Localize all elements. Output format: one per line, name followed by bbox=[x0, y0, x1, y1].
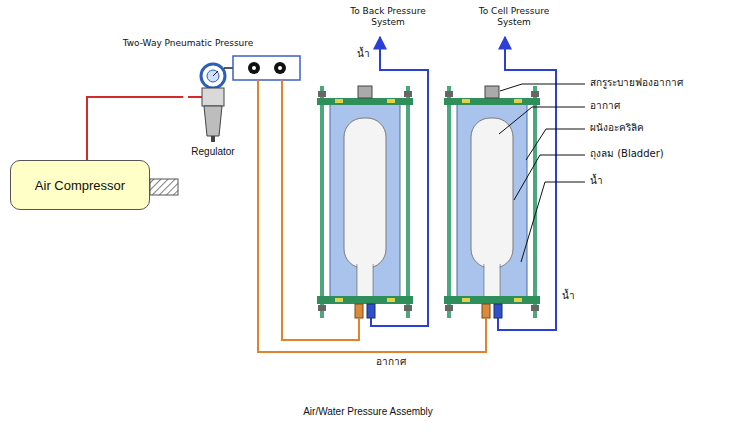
annotation-label: To Back Pressure System bbox=[350, 6, 426, 28]
annotation-label: To Cell Pressure System bbox=[476, 6, 552, 28]
node-text: Regulator bbox=[191, 146, 234, 157]
regulator-symbol bbox=[188, 64, 233, 142]
outlet-fitting bbox=[150, 179, 178, 195]
caption: Air/Water Pressure Assembly bbox=[268, 406, 468, 418]
annotation-label: น้ำ bbox=[562, 290, 592, 302]
regulator-unit: Regulator bbox=[183, 62, 242, 157]
leader-lines bbox=[499, 84, 585, 262]
annotation-label: ถุงลม (Bladder) bbox=[590, 148, 730, 160]
compressor-box: Air Compressor bbox=[10, 160, 150, 210]
annotation-label: น้ำ bbox=[590, 175, 730, 187]
node-text: Air Compressor bbox=[35, 178, 125, 193]
annotation-label: อากาศ bbox=[376, 356, 436, 368]
annotation-label: สกรูระบายฟองอากาศ bbox=[590, 77, 730, 89]
annotation-label: น้ำ bbox=[357, 48, 377, 60]
valve-panel bbox=[233, 56, 300, 80]
annotation-label: Two-Way Pneumatic Pressure bbox=[113, 38, 263, 49]
air-pipe bbox=[87, 97, 183, 160]
annotation-label: ผนังอะคริลิค bbox=[590, 122, 730, 134]
annotation-label: อากาศ bbox=[590, 100, 730, 112]
air-line bbox=[258, 80, 486, 352]
pressure-cell bbox=[444, 86, 540, 318]
air-line bbox=[282, 80, 359, 340]
pressure-cell bbox=[317, 86, 413, 318]
